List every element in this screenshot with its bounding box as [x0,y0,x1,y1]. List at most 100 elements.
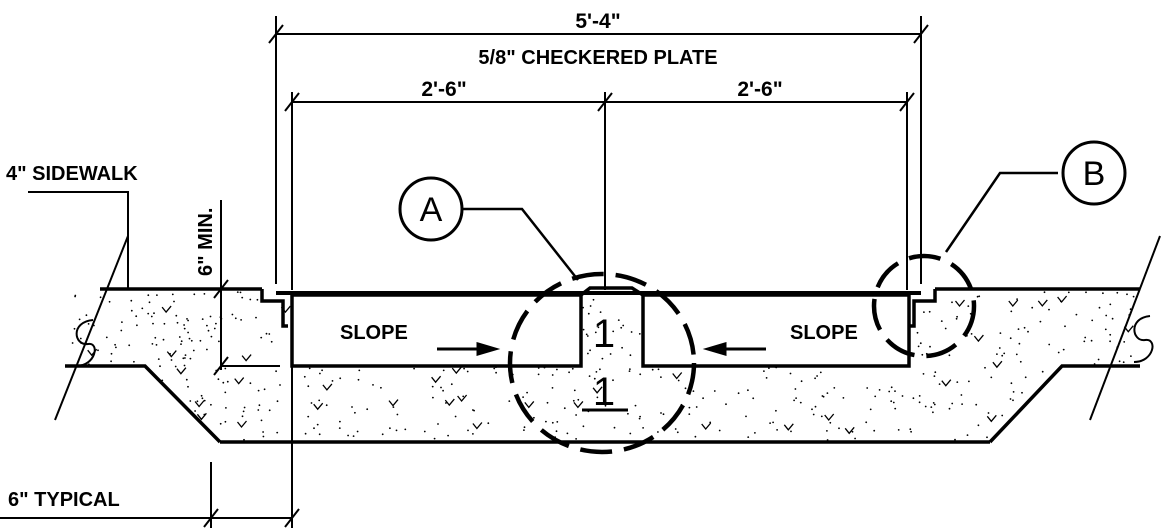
hatch-dot [189,357,192,360]
hatch-dot [932,402,935,404]
hatch-dot [1102,292,1104,295]
min-depth-label: 6" MIN. [195,208,217,276]
hatch-dot [892,401,895,404]
center-divider [579,286,644,297]
hatch-tick [1037,299,1048,307]
hatch-dot [79,337,82,340]
hatch-dot [851,430,854,433]
hatch-dot [1021,391,1023,394]
hatch-dot [568,371,570,374]
hatch-dot [996,353,998,355]
hatch-dot [934,371,937,374]
hatch-dot [718,429,721,432]
hatch-dot [241,296,244,299]
hatch-dot [1041,370,1044,373]
hatch-dot [201,397,204,400]
hatch-dot [493,367,496,370]
hatch-dot [372,384,374,386]
hatch-dot [194,410,197,412]
hatch-dot [389,427,391,430]
hatch-tick [166,350,177,358]
hatch-dot [313,427,315,430]
hatch-tick [236,420,247,429]
hatch-dot [1085,291,1087,294]
hatch-dot [702,397,704,400]
hatch-dot [262,435,265,438]
hatch-dot [556,368,558,371]
hatch-dot [628,370,631,372]
plate-label: 5/8" CHECKERED PLATE [478,47,717,69]
hatch-dot [589,305,592,307]
hatch-tick [194,400,205,408]
hatch-dot [210,403,212,406]
hatch-dot [551,387,554,389]
hatch-dot [354,411,356,414]
hatch-dot [533,416,535,419]
hatch-dot [381,433,384,436]
hatch-dot [183,324,186,326]
hatch-dot [599,311,602,313]
hatch-dot [713,390,716,392]
hatch-dot [676,431,679,434]
hatch-dot [790,430,792,433]
hatch-dot [1018,342,1021,345]
hatch-dot [1118,360,1121,363]
hatch-tick [592,386,603,394]
hatch-dot [612,330,615,333]
concrete-hatch [71,291,1135,441]
hatch-dot [1111,317,1114,320]
hatch-dot [193,293,196,296]
hatch-dot [634,404,637,407]
hatch-dot [307,415,310,418]
hatch-dot [339,377,342,380]
hatch-dot [186,318,188,320]
hatch-tick [941,379,952,387]
hatch-dot [170,359,173,361]
hatch-dot [256,298,259,301]
hatch-dot [338,427,341,429]
hatch-tick [234,377,245,385]
hatch-dot [651,368,654,371]
hatch-dot [951,402,954,405]
hatch-dot [674,428,677,430]
hatch-dot [594,331,597,334]
hatch-dot [184,357,186,359]
hatch-dot [310,402,313,404]
hatch-dot [747,389,749,392]
hatch-dot [572,399,575,402]
hatch-dot [174,365,177,368]
sidewalk-bottom-right [988,364,1140,444]
hatch-dot [423,430,426,433]
left-half-dimension: 2'-6" [421,78,466,101]
hatch-dot [187,331,190,334]
hatch-dot [589,349,591,352]
hatch-dot [966,434,969,436]
slope-label-left: SLOPE [340,322,408,344]
hatch-dot [357,378,360,381]
hatch-dot [447,434,449,437]
hatch-dot [575,438,577,440]
hatch-dot [677,379,680,382]
hatch-tick [701,422,712,431]
hatch-dot [396,413,399,416]
hatch-dot [339,420,341,423]
hatch-dot [133,360,135,363]
hatch-dot [392,406,395,408]
hatch-dot [772,421,774,424]
hatch-tick [196,412,207,421]
break-lines [54,235,1161,421]
hatch-dot [955,317,958,320]
hatch-dot [380,386,382,389]
hatch-dot [1083,340,1086,343]
hatch-dot [114,343,116,346]
hatch-dot [265,332,268,335]
hatch-dot [1001,354,1004,357]
hatch-dot [206,348,208,351]
callout-bubbles [398,140,1127,242]
hatch-dot [873,429,876,432]
hatch-tick [1008,299,1019,308]
hatch-dot [765,377,768,379]
hatch-dot [225,407,227,409]
hatch-dot [159,365,161,368]
hatch-dot [629,368,631,370]
